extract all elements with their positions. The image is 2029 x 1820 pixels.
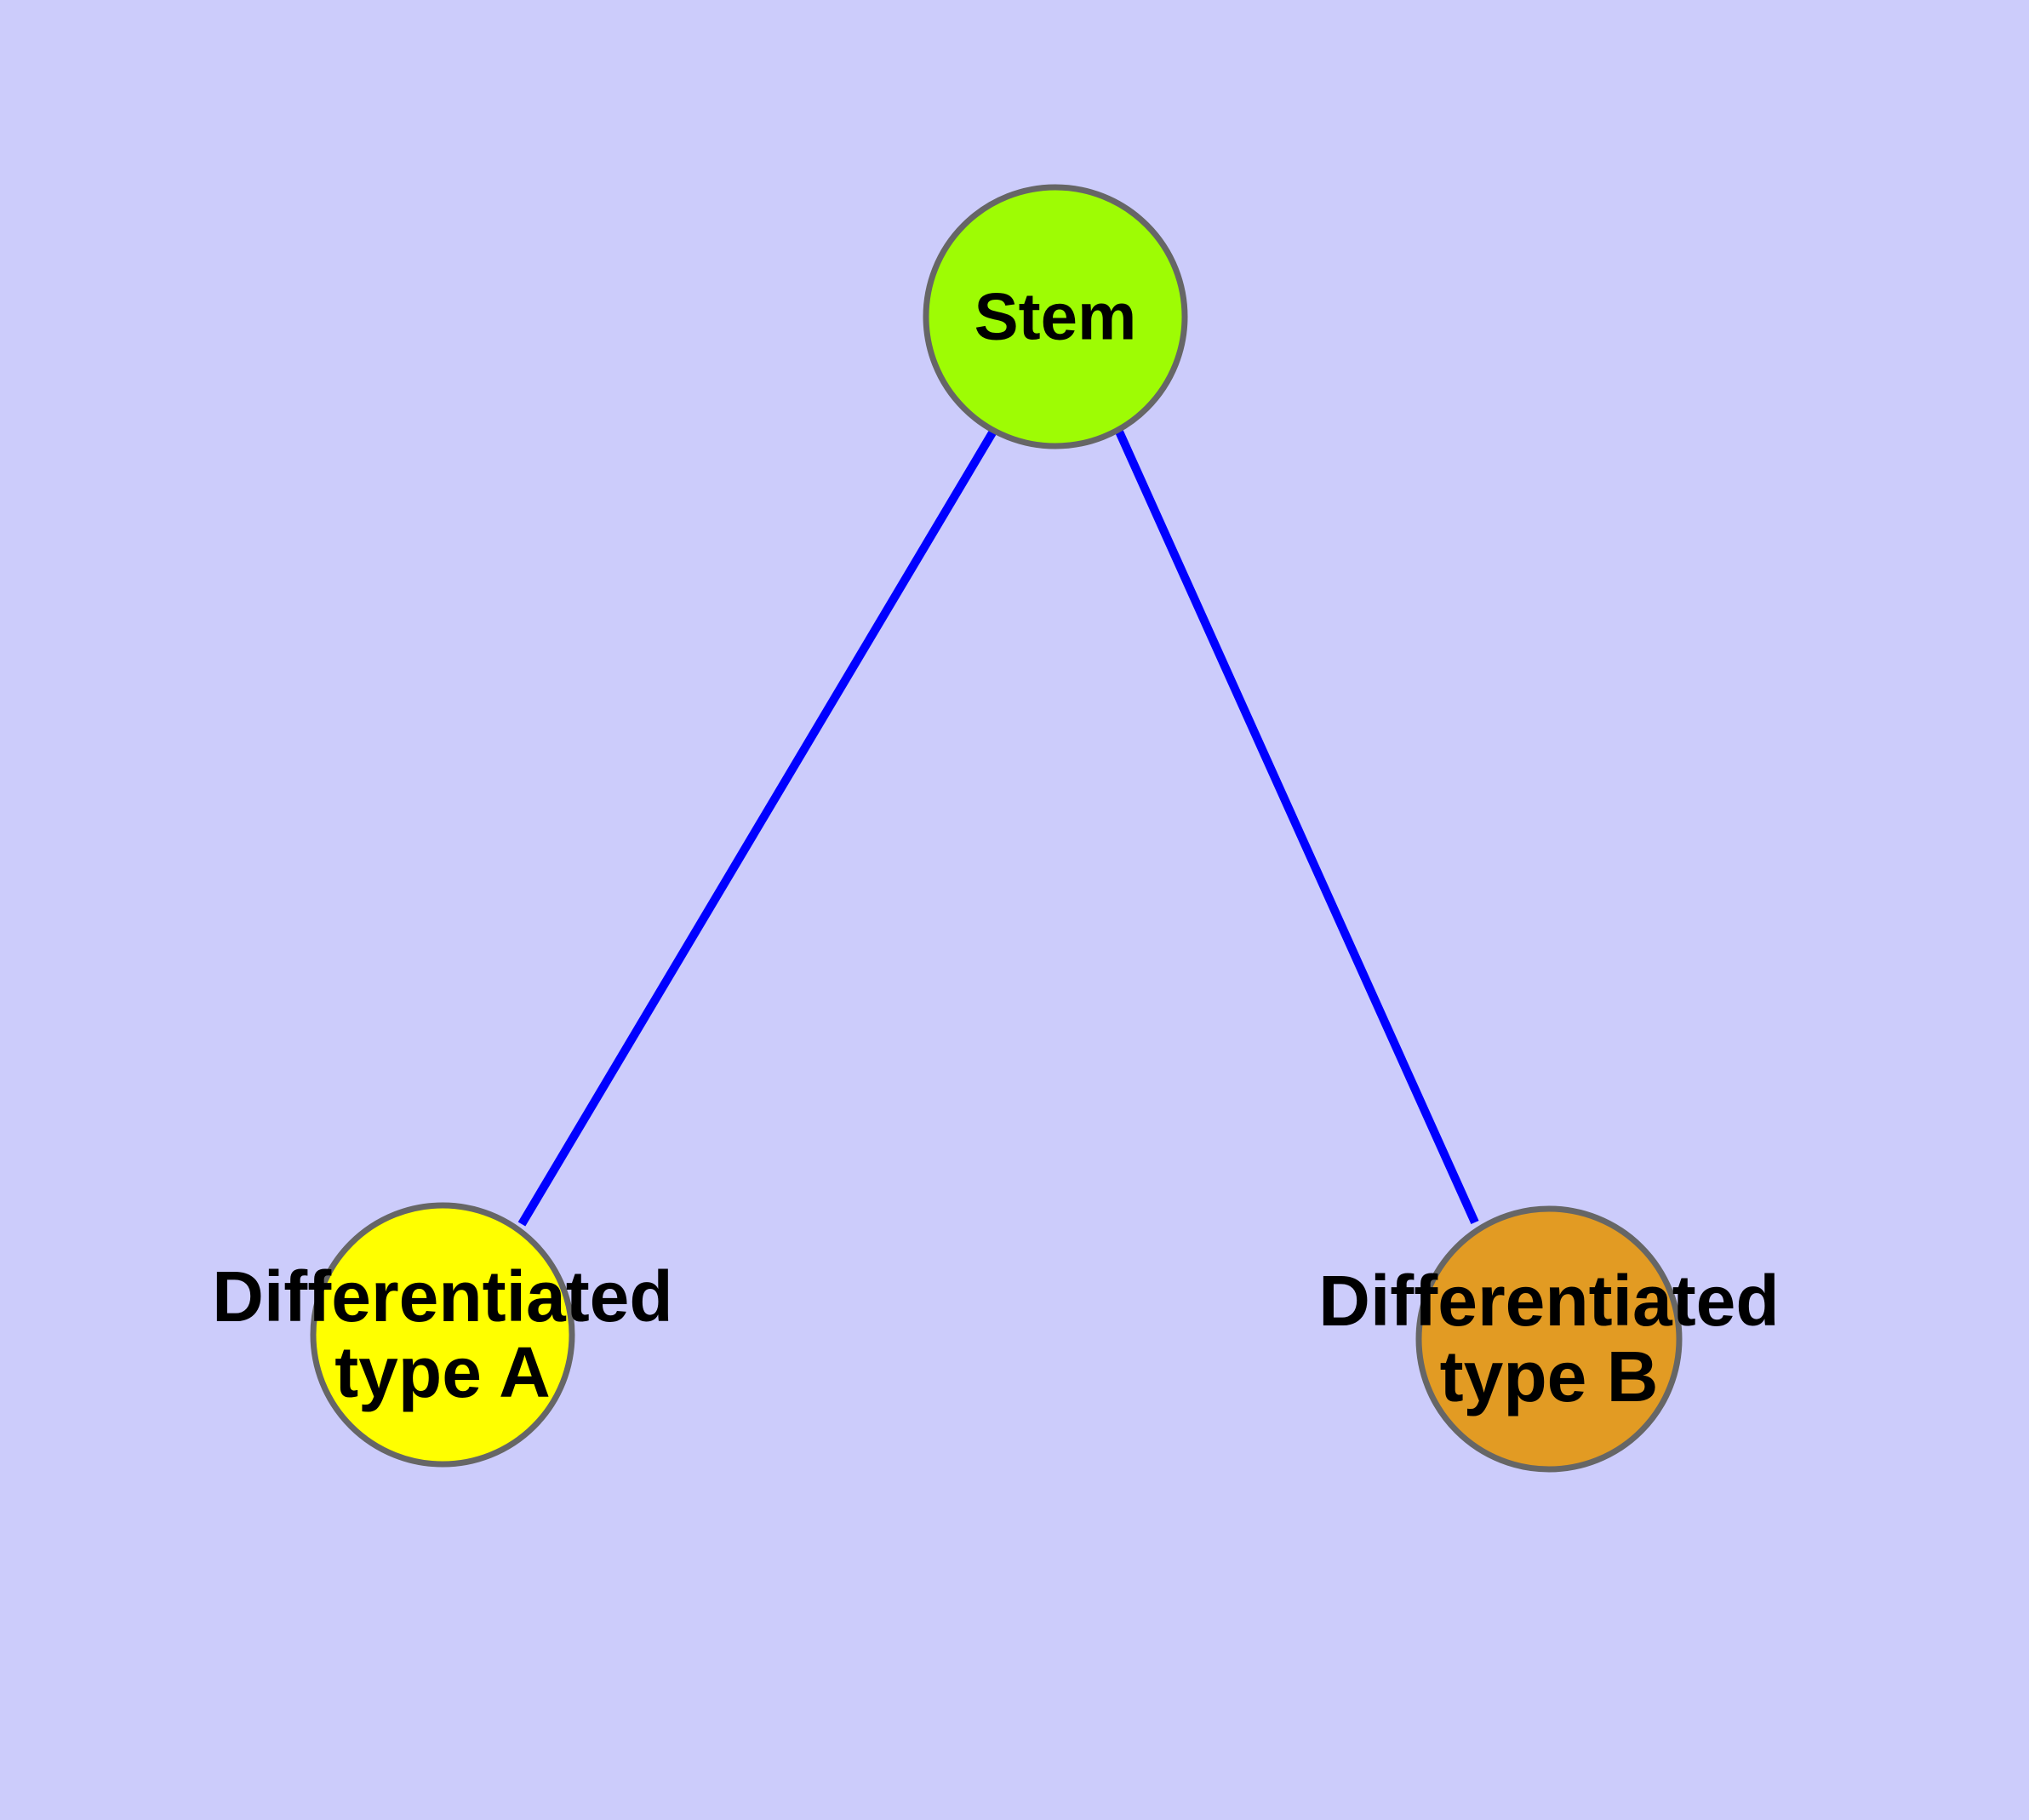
node-circle-stem[interactable] <box>923 184 1188 449</box>
edge-stem-to-diff-b[interactable] <box>1115 429 1479 1225</box>
edge-layer <box>517 427 1479 1227</box>
node-circle-diff-a[interactable] <box>310 1202 575 1468</box>
node-circle-diff-b[interactable] <box>1415 1205 1683 1473</box>
edge-stem-to-diff-a[interactable] <box>517 427 998 1227</box>
node-layer <box>310 184 1683 1473</box>
